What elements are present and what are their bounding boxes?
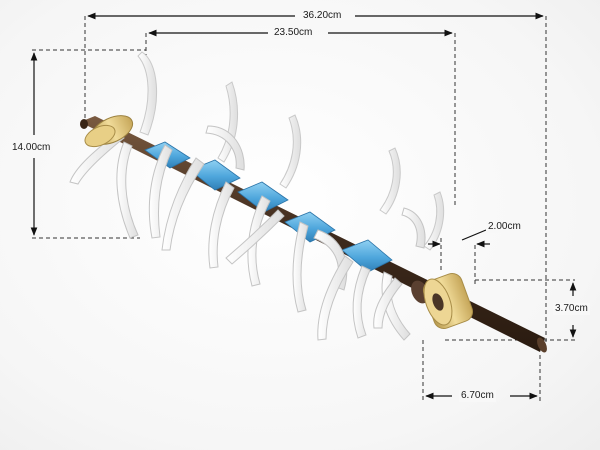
overall-length-label: 36.20cm (301, 10, 344, 22)
spacers (144, 141, 393, 273)
height-label: 14.00cm (10, 142, 53, 154)
shaft-end-length-label: 6.70cm (459, 390, 496, 402)
tine-span-label: 23.50cm (272, 27, 315, 39)
left-bushing (80, 115, 134, 148)
dim-bush-width-leader (461, 229, 487, 241)
bushing-diameter-label: 3.70cm (553, 303, 590, 315)
right-bushing (411, 272, 474, 330)
tines-front (69, 125, 426, 341)
dimension-lines (30, 12, 577, 400)
bushing-width-label: 2.00cm (486, 221, 523, 233)
guide-lines (32, 16, 575, 403)
